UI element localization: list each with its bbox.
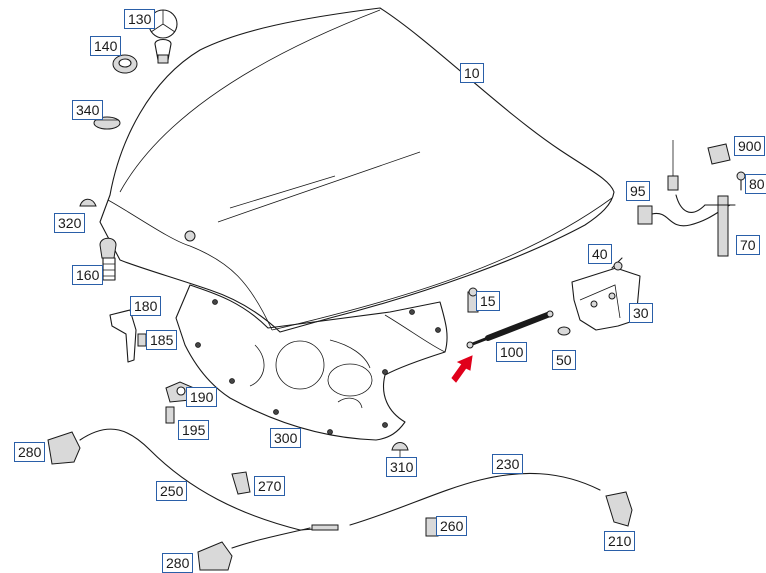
part-label-900[interactable]: 900: [734, 136, 766, 156]
part-label-195[interactable]: 195: [178, 420, 210, 440]
part-label-100[interactable]: 100: [496, 342, 528, 362]
part-label-130[interactable]: 130: [124, 9, 156, 29]
hinge-bolt: [613, 261, 623, 271]
part-label-320[interactable]: 320: [54, 213, 86, 233]
part-label-50[interactable]: 50: [552, 350, 576, 370]
release-cable-250: [79, 428, 331, 531]
hinge-bracket: [109, 309, 147, 363]
part-label-140[interactable]: 140: [90, 36, 122, 56]
highlight-arrow: [451, 355, 473, 383]
hood-switch-sensor: [667, 140, 736, 257]
part-label-250[interactable]: 250: [156, 481, 188, 501]
part-label-70[interactable]: 70: [736, 235, 760, 255]
part-label-180[interactable]: 180: [130, 296, 162, 316]
part-label-210[interactable]: 210: [604, 531, 636, 551]
hood-hinge: [571, 257, 641, 331]
part-label-185[interactable]: 185: [146, 330, 178, 350]
part-label-270[interactable]: 270: [254, 476, 286, 496]
cable-tie-900: [707, 143, 731, 165]
part-label-280-bottom[interactable]: 280: [162, 553, 194, 573]
hood-clip: [79, 198, 97, 207]
insulation-mat: [175, 284, 448, 441]
part-label-230[interactable]: 230: [492, 454, 524, 474]
adjustable-buffer: [99, 237, 117, 281]
part-label-300[interactable]: 300: [270, 428, 302, 448]
part-label-95[interactable]: 95: [626, 181, 650, 201]
part-label-340[interactable]: 340: [72, 100, 104, 120]
rubber-plug: [391, 442, 409, 458]
part-label-40[interactable]: 40: [588, 244, 612, 264]
lower-latch-left: [47, 431, 81, 465]
screw-80: [736, 171, 746, 191]
bump-stop: [93, 116, 121, 130]
release-handle: [605, 491, 633, 527]
cable-clip-270: [231, 471, 251, 495]
washer-nozzle: [637, 204, 731, 227]
lower-latch-bottom: [197, 541, 233, 571]
hood-panel: [99, 7, 615, 333]
part-label-260[interactable]: 260: [436, 516, 468, 536]
gas-strut: [466, 310, 554, 349]
part-label-190[interactable]: 190: [186, 387, 218, 407]
part-label-280-top[interactable]: 280: [14, 442, 46, 462]
washer: [557, 326, 571, 336]
star-emblem: [148, 9, 178, 64]
part-label-160[interactable]: 160: [72, 265, 104, 285]
part-label-15[interactable]: 15: [476, 291, 500, 311]
part-label-80[interactable]: 80: [745, 174, 766, 194]
emblem-grommet: [112, 54, 138, 74]
part-label-30[interactable]: 30: [629, 303, 653, 323]
part-label-10[interactable]: 10: [460, 63, 484, 83]
part-label-310[interactable]: 310: [386, 457, 418, 477]
release-cable-230: [349, 472, 601, 526]
